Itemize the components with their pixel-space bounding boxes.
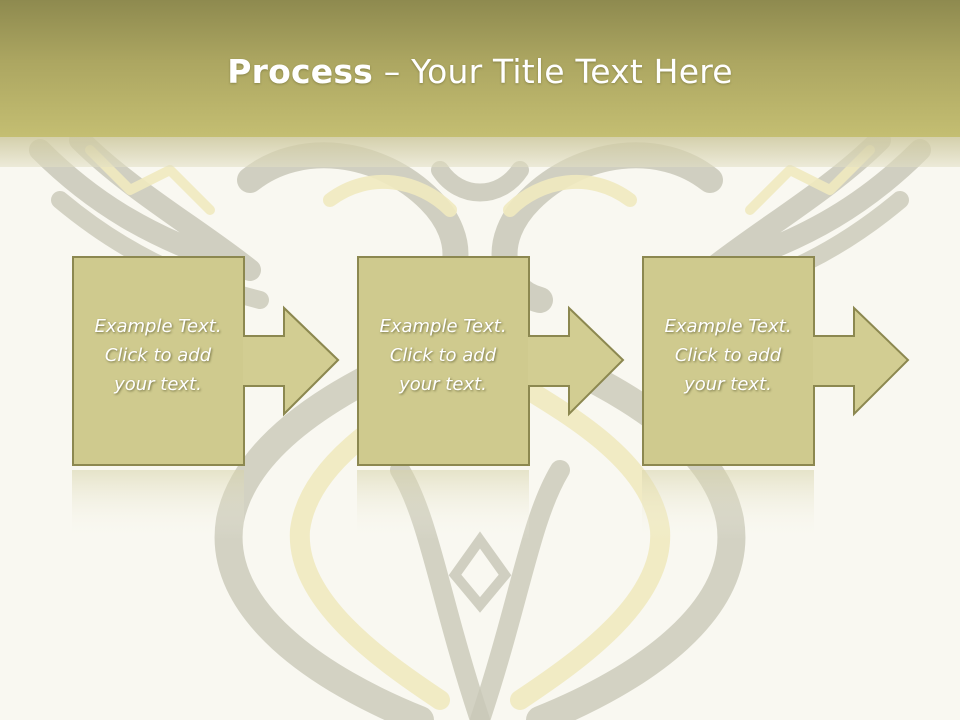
title-band-fade [0,137,960,167]
process-step-3[interactable]: Example Text. Click to add your text. [642,256,932,468]
process-step-2[interactable]: Example Text. Click to add your text. [357,256,647,468]
process-step-3-text[interactable]: Example Text. Click to add your text. [642,312,814,399]
process-step-1-shape [72,256,340,466]
process-step-1-text[interactable]: Example Text. Click to add your text. [72,312,244,399]
process-reflection [72,470,814,540]
slide-title[interactable]: Process – Your Title Text Here [0,52,960,91]
process-step-2-line-3: your text. [399,374,487,395]
process-step-2-shape [357,256,625,466]
title-bold-part: Process [227,52,374,91]
process-step-3-line-2: Click to add [674,345,782,366]
process-step-1-line-2: Click to add [104,345,212,366]
process-step-3-line-1: Example Text. [664,316,792,337]
process-step-2-text[interactable]: Example Text. Click to add your text. [357,312,529,399]
process-step-1-line-3: your text. [114,374,202,395]
process-step-3-shape [642,256,910,466]
process-step-3-line-3: your text. [684,374,772,395]
process-step-1[interactable]: Example Text. Click to add your text. [72,256,362,468]
process-step-1-line-1: Example Text. [94,316,222,337]
process-step-2-line-1: Example Text. [379,316,507,337]
title-rest-part: – Your Title Text Here [373,52,733,91]
process-step-2-line-2: Click to add [389,345,497,366]
title-band [0,0,960,137]
